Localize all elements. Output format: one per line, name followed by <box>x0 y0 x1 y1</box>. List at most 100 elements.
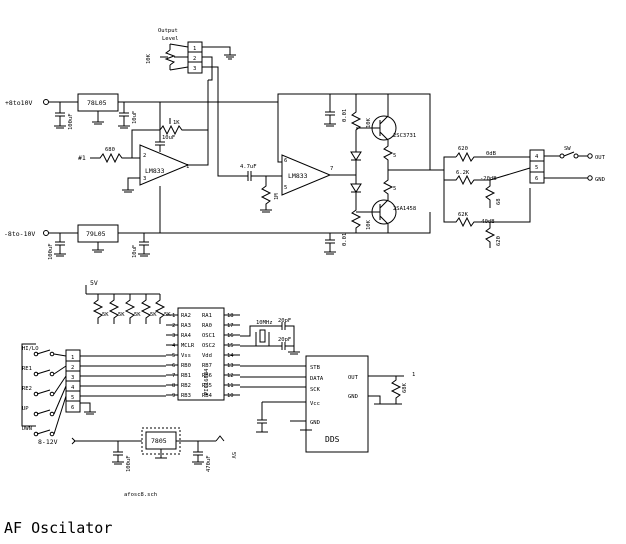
mcu-left-pin-number: 2 <box>172 323 175 329</box>
pos-supply-label: +8to10V <box>5 99 32 107</box>
cap-neg-out-label: 10uF <box>132 245 138 258</box>
mcu-right-pin-label: RB6 <box>202 373 212 379</box>
switch-label: DWN <box>22 426 32 432</box>
vcc-5v-b-label: 5V <box>230 452 236 459</box>
conn-pin: 3 <box>193 66 196 72</box>
mcu-left-pin-label: RA4 <box>181 333 192 339</box>
transistor-q1-label: 2SC3731 <box>393 133 416 139</box>
cap-osc1-label: 20pF <box>278 318 291 324</box>
dds-block: DDS STB DATA SCK Vcc GND OUT GND 1 68K <box>240 355 415 453</box>
pullup-resistor-label: 5K <box>118 312 125 318</box>
pos-supply-terminal <box>43 99 49 105</box>
mcu-left-pin-label: Vss <box>181 353 191 359</box>
dds-out-net: 1 <box>412 372 415 378</box>
mcu-right-pin-number: 14 <box>227 353 234 359</box>
mcu-right-pin-number: 12 <box>227 373 234 379</box>
opamp2-non-pin: 5 <box>284 185 287 191</box>
reg-7805-label: 7805 <box>151 437 167 445</box>
switch-lever <box>36 349 51 355</box>
resistor-q2-label: 10K <box>366 219 372 230</box>
vcc-5v-label: 5V <box>90 279 98 287</box>
pullup-resistor <box>124 294 136 324</box>
mcu-right-pin-number: 16 <box>227 333 234 339</box>
cap-couple-label: 4.7uF <box>240 164 257 170</box>
switch-wire <box>53 395 67 435</box>
resistor-e1-label: 5 <box>393 153 396 159</box>
gnd-label: GND <box>595 177 605 183</box>
switch-contact <box>49 431 55 437</box>
mcu-left-pin-number: 8 <box>172 383 175 389</box>
neg-supply-terminal <box>43 230 49 236</box>
transistor-q2-label: 2SA1458 <box>393 206 416 212</box>
mcu-right-pin-label: OSC1 <box>202 333 215 339</box>
mcu-left-pin-number: 3 <box>172 333 175 339</box>
resistor-68k-label: 68K <box>402 382 408 393</box>
output-level-pot <box>164 49 176 66</box>
resistor-1k-label: 1K <box>173 120 180 126</box>
cap-pos-in-label: 100uF <box>68 113 74 130</box>
output-level-pot-value: 10K <box>146 53 152 64</box>
header-pin-number: 3 <box>71 375 74 381</box>
out-label: OUT <box>595 155 606 161</box>
resistor-e2-label: 5 <box>393 186 396 192</box>
opamp1-out-pin: 1 <box>186 164 189 170</box>
pullup-resistor-label: 5K <box>150 312 157 318</box>
header-pin-number: 6 <box>71 405 74 411</box>
mcu-right-pin-number: 11 <box>227 383 234 389</box>
opamp1-inv-pin: 2 <box>143 153 146 159</box>
switch-lever <box>36 389 51 395</box>
opamp-stage-2: 4.7uF 1M 6 5 LM833 7 0.01 0.01 10K 10 <box>240 94 444 255</box>
pullup-resistor-label: 5K <box>102 312 109 318</box>
atten-pin: 6 <box>535 176 538 182</box>
mcu-left-pin-label: RA2 <box>181 313 191 319</box>
switch-contact <box>49 411 55 417</box>
mcu-right-pin-number: 13 <box>227 363 234 369</box>
dds-pin-stb: STB <box>310 365 321 371</box>
opamp2-out-pin: 7 <box>330 166 333 172</box>
resistor-6k2-label: 6.2K <box>456 170 470 176</box>
mcu-left-pin-number: 1 <box>172 313 175 319</box>
mcu-left-pin-label: RB0 <box>181 363 191 369</box>
out-terminal[interactable] <box>587 153 593 159</box>
atten-connector <box>529 149 545 184</box>
attenuator-block: 620 0dB 6.2K -20dB 68 62K -40dB 620 4 5 … <box>443 146 606 248</box>
switch-contact <box>573 153 579 159</box>
resistor-680 <box>90 152 140 164</box>
switch-contact <box>49 391 55 397</box>
cap-pos-out-label: 10uF <box>132 111 138 124</box>
output-level-label-2: Level <box>162 36 179 42</box>
conn-pin: 1 <box>193 46 196 52</box>
resistor-620 <box>455 151 530 163</box>
mcu-left-pin-number: 7 <box>172 373 175 379</box>
input-net-label: #1 <box>78 154 86 162</box>
mcu-right-pin-label: RB5 <box>202 383 212 389</box>
opamp1-label: LM833 <box>145 167 165 175</box>
cap-dec2-label: 0.01 <box>342 233 348 246</box>
mcu-right-pin-number: 10 <box>227 393 234 399</box>
diode-1 <box>350 151 362 161</box>
mcu-right-pin-number: 18 <box>227 313 234 319</box>
switch-lever <box>36 369 51 375</box>
dds-pin-data: DATA <box>310 376 324 382</box>
resistor-620b-label: 620 <box>496 236 502 246</box>
cap-dec1-label: 0.01 <box>342 109 348 122</box>
reg-79l05-label: 79L05 <box>86 230 106 238</box>
mcu-left-pin-number: 6 <box>172 363 175 369</box>
header-pin-number: 5 <box>71 395 74 401</box>
mcu-right-pin-label: RB7 <box>202 363 212 369</box>
pullup-resistor <box>154 294 166 324</box>
cap-fb-label: 10uF <box>162 135 175 141</box>
switch-wire <box>53 365 67 375</box>
mcu-right-pin-label: Vdd <box>202 353 212 359</box>
gnd-terminal[interactable] <box>587 175 593 181</box>
switch-label: SW <box>564 146 571 152</box>
opamp-lm833-1 <box>139 144 190 186</box>
header-pin-number: 4 <box>71 385 75 391</box>
atten-20db-label: -20dB <box>480 176 497 182</box>
mcu-left-pin-label: RB3 <box>181 393 191 399</box>
cap-mcu-in-label: 100uF <box>126 455 132 472</box>
cap-osc2-label: 20pF <box>278 337 291 343</box>
